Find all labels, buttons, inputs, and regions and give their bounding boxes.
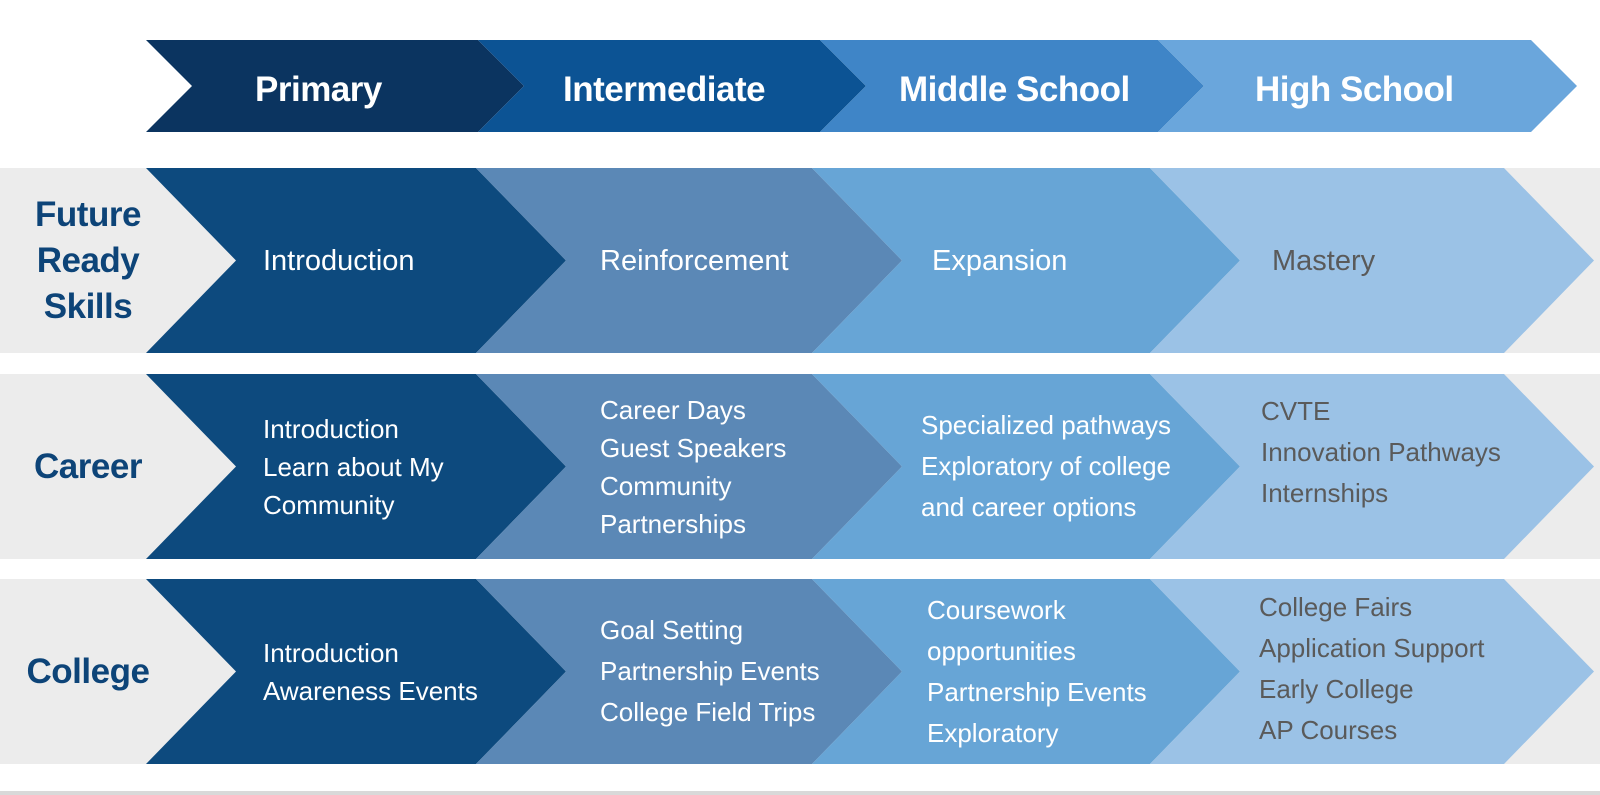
chevron-primary [146, 374, 566, 559]
cell-line: Exploratory [927, 717, 1059, 748]
cell-future-middle-school: Expansion [932, 168, 1067, 353]
chevron-high-school [1150, 579, 1594, 764]
row-chevrons-college [146, 579, 1594, 764]
cell-line: College Fairs [1259, 591, 1413, 622]
cell-career-middle-school: Specialized pathways Exploratory of coll… [921, 374, 1171, 559]
cell-career-high-school: CVTE Innovation Pathways Internships [1261, 360, 1501, 545]
cell-line: AP Courses [1259, 714, 1398, 745]
cell-line: Specialized pathways [921, 410, 1172, 440]
stage-chevron-primary [146, 40, 524, 132]
chevron-intermediate [476, 579, 902, 764]
chevron-middle-school [812, 374, 1240, 559]
row-title-college: College [0, 579, 176, 764]
row-title-line: Career [34, 446, 142, 486]
cell-line: Internships [1261, 478, 1389, 508]
chevron-intermediate [476, 374, 902, 559]
cell-future-high-school: Mastery [1272, 168, 1375, 353]
cell-line: Community [263, 489, 395, 520]
cell-line: Partnerships [600, 508, 746, 539]
cell-line: Mastery [1272, 244, 1376, 277]
cell-line: College Field Trips [600, 697, 816, 727]
chevron-high-school [1150, 168, 1594, 353]
row-chevrons-career [146, 374, 1594, 559]
row-chevrons-future-ready-skills [146, 168, 1594, 353]
cell-line: Early College [1259, 673, 1414, 704]
cell-college-high-school: College Fairs Application Support Early … [1259, 576, 1484, 761]
stage-label-primary: Primary [255, 70, 382, 109]
cell-line: Innovation Pathways [1261, 437, 1501, 467]
cell-line: Expansion [932, 244, 1068, 277]
cell-line: Career Days [600, 394, 746, 425]
bottom-divider [0, 791, 1600, 795]
chevron-middle-school [812, 579, 1240, 764]
stage-label-intermediate: Intermediate [563, 70, 766, 109]
cell-line: CVTE [1261, 396, 1331, 426]
stage-chevron-middle-school [820, 40, 1204, 132]
cell-line: Introduction [263, 413, 399, 444]
stage-label-high-school: High School [1255, 70, 1454, 109]
cell-line: Introduction [263, 637, 399, 668]
row-title-line: College [26, 651, 150, 691]
cell-line: Community [600, 470, 732, 501]
cell-line: Guest Speakers [600, 432, 787, 463]
chevron-intermediate [476, 168, 902, 353]
stage-label-middle-school: Middle School [899, 70, 1130, 109]
cell-line: opportunities [927, 635, 1076, 666]
cell-career-primary: Introduction Learn about My Community [263, 374, 444, 559]
cell-career-intermediate: Career Days Guest Speakers Community Par… [600, 374, 786, 559]
cell-college-middle-school: Coursework opportunities Partnership Eve… [927, 579, 1147, 764]
cell-line: Exploratory of college [921, 451, 1172, 481]
cell-line: Coursework [927, 594, 1066, 625]
chevron-high-school [1150, 374, 1594, 559]
stage-chevron-intermediate [478, 40, 866, 132]
cell-line: Goal Setting [600, 615, 744, 645]
cell-line: Introduction [263, 244, 415, 277]
cell-line: Learn about My [263, 451, 444, 482]
row-title-line: Ready [36, 240, 140, 280]
row-title-line: Skills [43, 286, 133, 326]
stage-header-band [146, 40, 1577, 132]
cell-college-intermediate: Goal Setting Partnership Events College … [600, 579, 820, 764]
cell-future-primary: Introduction [263, 168, 415, 353]
cell-line: Partnership Events [927, 676, 1147, 707]
cell-line: Awareness Events [263, 675, 478, 706]
chevron-middle-school [812, 168, 1240, 353]
cell-line: and career options [921, 492, 1137, 522]
cell-line: Reinforcement [600, 244, 789, 277]
row-title-line: Future [35, 194, 141, 234]
chevron-primary [146, 168, 566, 353]
row-title-future-ready-skills: Future Ready Skills [0, 168, 176, 353]
chevron-primary [146, 579, 566, 764]
cell-line: Partnership Events [600, 656, 820, 686]
stage-chevron-high-school [1158, 40, 1577, 132]
cell-future-intermediate: Reinforcement [600, 168, 789, 353]
cell-college-primary: Introduction Awareness Events [263, 579, 478, 764]
cell-line: Application Support [1259, 632, 1485, 663]
row-title-career: Career [0, 374, 176, 559]
